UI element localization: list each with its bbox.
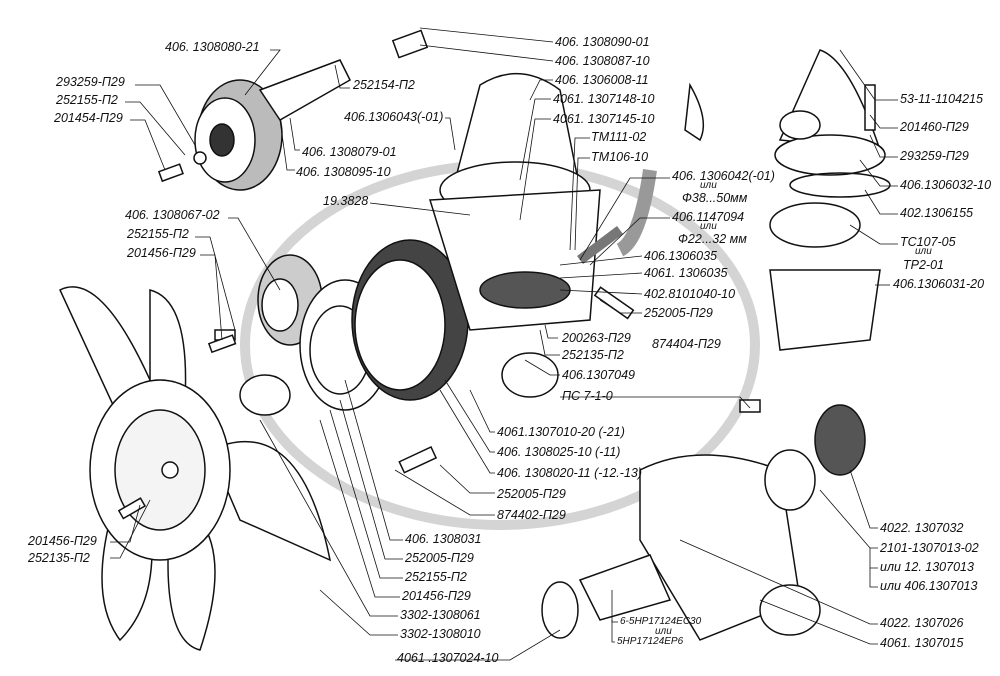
- part-label: 252005-П29: [405, 551, 474, 565]
- part-label: 402.8101040-10: [644, 287, 736, 301]
- part-label: 406.1307049: [562, 368, 635, 382]
- part-label: 406.1306035: [644, 249, 717, 263]
- part-label: 252005-П29: [497, 487, 566, 501]
- water-pump: [541, 399, 866, 641]
- leader-lines: [110, 27, 898, 661]
- part-label: 252155-П2: [405, 570, 467, 584]
- part-label: 4061. 1306035: [644, 266, 728, 280]
- part-label: 406. 1308095-10: [296, 165, 391, 179]
- part-label: 2101-1307013-02: [880, 541, 979, 555]
- part-label: 406. 1308090-01: [555, 35, 650, 49]
- part-label: 874402-П29: [497, 508, 566, 522]
- part-label: ПС 7-1-0: [562, 389, 613, 403]
- part-label: или: [700, 180, 717, 191]
- part-label: 406. 1306042(-01): [672, 169, 775, 183]
- part-label: 874404-П29: [652, 337, 721, 351]
- part-label: 201456-П29: [402, 589, 471, 603]
- part-label: 293259-П29: [900, 149, 969, 163]
- part-label: Ф22...32 мм: [678, 232, 747, 246]
- part-label: ТМ106-10: [591, 150, 649, 164]
- part-label: 4061. 1307015: [880, 636, 964, 650]
- part-label: 406. 1308031: [405, 532, 482, 546]
- bolts: [117, 286, 635, 520]
- part-label: 406. 1308080-21: [165, 40, 260, 54]
- part-label: 4022. 1307032: [880, 521, 964, 535]
- part-label: ТМ111-02: [591, 130, 647, 144]
- part-label: или: [700, 221, 717, 232]
- part-label: 406.1306032-10: [900, 178, 992, 192]
- part-label: 3302-1308010: [400, 627, 481, 641]
- part-label: 406. 1306008-11: [555, 73, 649, 87]
- part-label: 406. 1308087-10: [555, 54, 650, 68]
- part-label: 4061. 1307145-10: [553, 112, 655, 126]
- part-label: 252135-П2: [28, 551, 90, 565]
- part-label: 406. 1308067-02: [125, 208, 220, 222]
- part-label: 4061. 1307148-10: [553, 92, 655, 106]
- tensioner-pulley: [157, 29, 429, 191]
- part-label: 201456-П29: [28, 534, 97, 548]
- part-label: 252155-П2: [127, 227, 189, 241]
- part-label: 201456-П29: [127, 246, 196, 260]
- part-label: 406.1306043(-01): [344, 110, 444, 124]
- part-label: 4061 .1307024-10: [397, 651, 499, 665]
- part-label: 406.1306031-20: [893, 277, 985, 291]
- part-label: или: [915, 246, 932, 257]
- part-label: ТС107-05: [900, 235, 956, 249]
- pump-housing: [429, 73, 705, 398]
- part-label: 406. 1308020-11 (-12.-13): [497, 466, 643, 480]
- part-label: 4022. 1307026: [880, 616, 964, 630]
- pulleys: [214, 239, 469, 416]
- part-label: ТР2-01: [903, 258, 944, 272]
- part-label: 252155-П2: [56, 93, 118, 107]
- part-label: 252154-П2: [353, 78, 415, 92]
- part-label: 3302-1308061: [400, 608, 481, 622]
- part-label: 252005-П29: [644, 306, 713, 320]
- part-label: 53-11-1104215: [900, 92, 983, 106]
- part-label: 6-5НР17124ЕС30: [620, 616, 702, 627]
- thermostat-assembly: [769, 49, 891, 351]
- part-label: 201454-П29: [54, 111, 123, 125]
- part-label: 200263-П29: [562, 331, 631, 345]
- part-label: или: [655, 626, 672, 637]
- part-label: или 12. 1307013: [880, 560, 974, 574]
- part-label: 406. 1308025-10 (-11): [497, 445, 621, 459]
- part-label: 19.3828: [323, 194, 369, 208]
- part-label: Ф38...50мм: [682, 191, 748, 205]
- part-label: 293259-П29: [56, 75, 125, 89]
- part-label: 406.1147094: [672, 210, 745, 224]
- part-label: 201460-П29: [900, 120, 969, 134]
- part-label: 252135-П2: [562, 348, 624, 362]
- part-label: 402.1306155: [900, 206, 973, 220]
- part-label: 4061.1307010-20 (-21): [497, 425, 625, 439]
- part-label: или 406.1307013: [880, 579, 978, 593]
- part-label: 5НР17124ЕР6: [617, 636, 684, 647]
- part-label: 406. 1308079-01: [302, 145, 397, 159]
